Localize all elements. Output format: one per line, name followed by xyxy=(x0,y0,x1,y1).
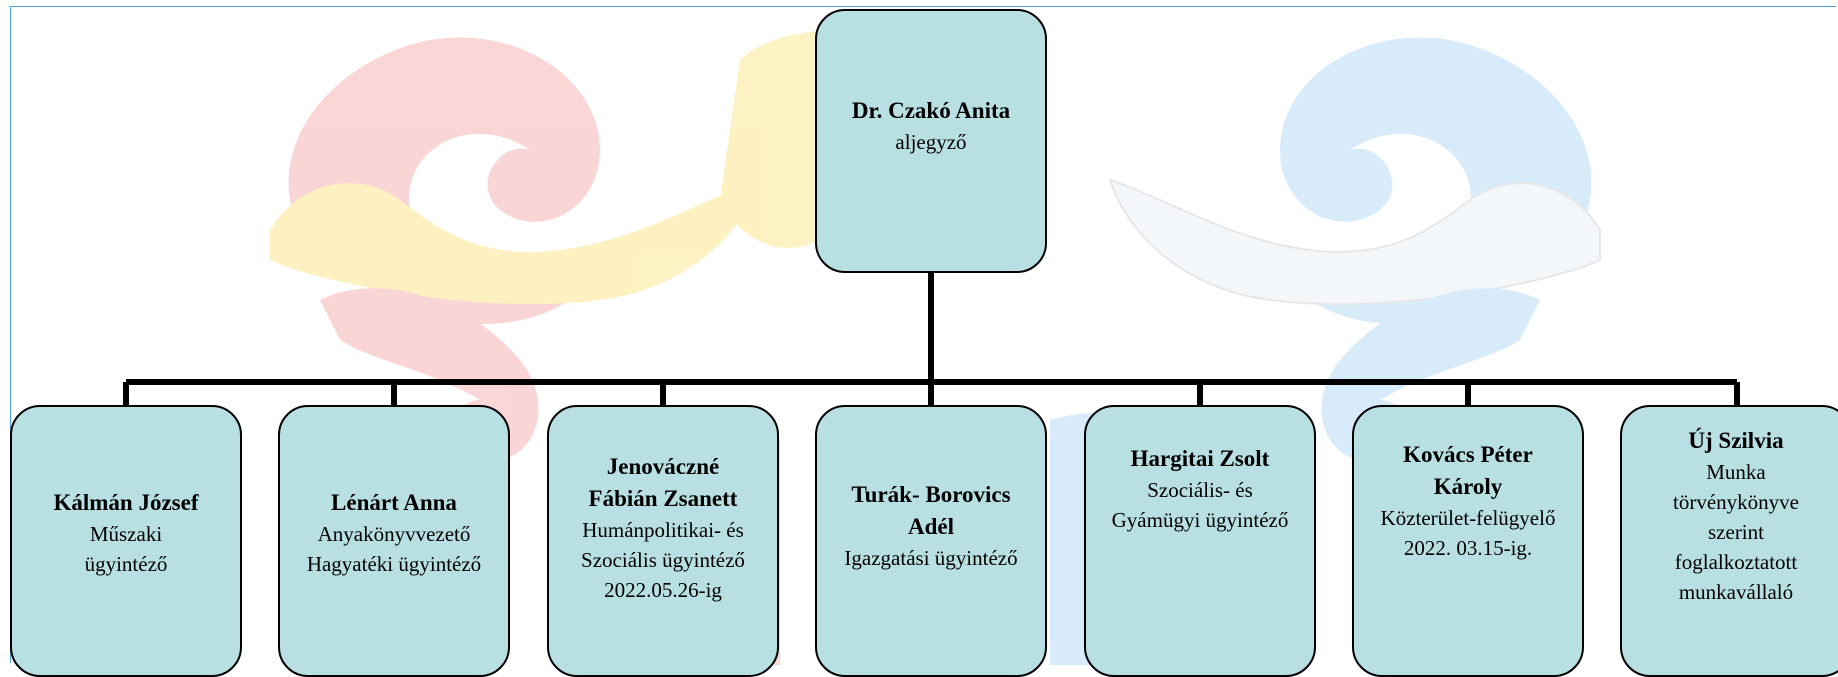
node-staff-4-name: Turák- Borovics xyxy=(851,482,1011,507)
node-staff-1-role: ügyintéző xyxy=(84,552,168,576)
node-staff-2-role: Hagyatéki ügyintéző xyxy=(306,552,482,576)
node-staff-4-role: Igazgatási ügyintéző xyxy=(844,546,1018,570)
node-root-deputy-notary: Dr. Czakó Anita aljegyző xyxy=(815,9,1047,273)
node-staff-4: Turák- Borovics Adél Igazgatási ügyintéz… xyxy=(815,405,1047,677)
node-staff-7-role: törvénykönyve xyxy=(1673,490,1799,514)
node-staff-1: Kálmán József Műszaki ügyintéző xyxy=(10,405,242,677)
right-white-mantling xyxy=(1108,178,1601,306)
node-staff-7: Új Szilvia Munka törvénykönyve szerint f… xyxy=(1620,405,1838,677)
node-staff-1-role: Műszaki xyxy=(89,522,163,546)
node-root-name: Dr. Czakó Anita xyxy=(851,98,1011,123)
node-staff-5-role: Szociális- és xyxy=(1147,478,1253,502)
node-staff-4-name: Adél xyxy=(908,514,954,539)
node-staff-1-name: Kálmán József xyxy=(53,490,199,515)
node-staff-6: Kovács Péter Károly Közterület-felügyelő… xyxy=(1352,405,1584,677)
node-staff-7-name: Új Szilvia xyxy=(1688,428,1784,453)
node-staff-3-name: Fábián Zsanett xyxy=(588,486,738,511)
node-staff-3-role: Szociális ügyintéző xyxy=(581,548,745,572)
node-staff-7-role: szerint xyxy=(1708,520,1764,544)
node-staff-6-role: Közterület-felügyelő xyxy=(1380,506,1556,530)
node-staff-2-role: Anyakönyvvezető xyxy=(317,522,471,546)
node-staff-6-name: Károly xyxy=(1433,474,1503,499)
node-staff-5-name: Hargitai Zsolt xyxy=(1130,446,1270,471)
node-staff-6-role: 2022. 03.15-ig. xyxy=(1403,536,1533,560)
left-yellow-mantling xyxy=(270,180,760,305)
node-staff-7-role: munkavállaló xyxy=(1678,580,1794,604)
right-blue-mantling xyxy=(1280,37,1592,324)
chart-frame xyxy=(10,6,1836,663)
node-staff-3-name: Jenovácz­né xyxy=(606,454,720,479)
node-staff-2: Lénárt Anna Anyakönyvvezető Hagyatéki üg… xyxy=(278,405,510,677)
node-staff-2-name: Lénárt Anna xyxy=(331,490,457,515)
node-staff-3: Jenovácz­né Fábián Zsanett Humánpolitika… xyxy=(547,405,779,677)
node-staff-7-role: Munka xyxy=(1706,460,1766,484)
left-red-mantling xyxy=(288,37,600,324)
node-staff-5: Hargitai Zsolt Szociális- és Gyámügyi üg… xyxy=(1084,405,1316,677)
node-staff-3-role: 2022.05.26-ig xyxy=(604,578,722,602)
node-root-role: aljegyző xyxy=(895,130,967,154)
node-staff-7-role: foglalkoztatott xyxy=(1674,550,1798,574)
node-staff-6-name: Kovács Péter xyxy=(1403,442,1533,467)
node-staff-3-role: Humánpolitikai- és xyxy=(582,518,744,542)
node-staff-5-role: Gyámügyi ügyintéző xyxy=(1111,508,1289,532)
